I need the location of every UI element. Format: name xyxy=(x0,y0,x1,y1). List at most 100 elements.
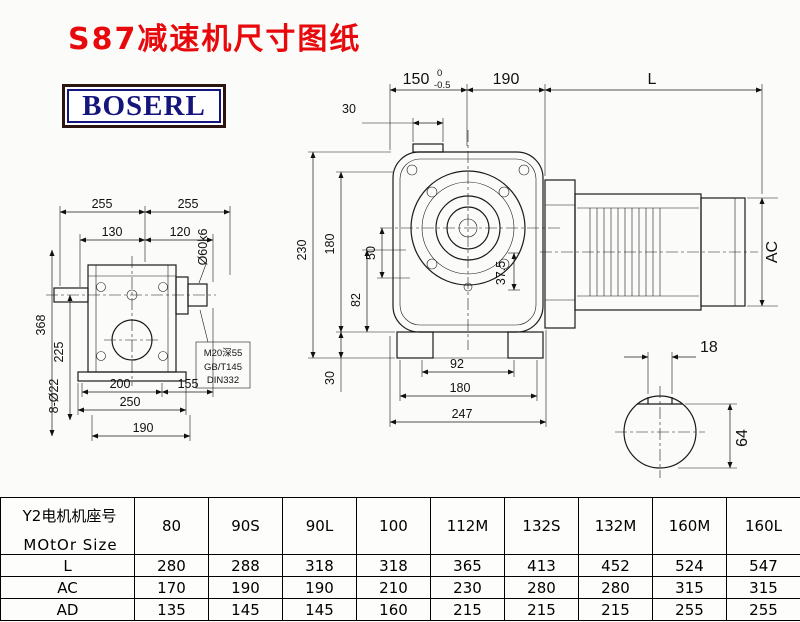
dim-255-right: 255 xyxy=(178,197,199,211)
thread-note-line3: DIN332 xyxy=(207,375,239,386)
fan-cowl xyxy=(700,197,746,307)
dim-50: 50 xyxy=(364,246,378,260)
table-cell: 255 xyxy=(726,598,800,621)
table-cell: 145 xyxy=(208,598,283,621)
table-cell: 230 xyxy=(430,576,505,599)
output-bore xyxy=(446,206,490,250)
front-view: 150 0 -0.5 190 L 30 230 180 82 xyxy=(295,68,781,427)
size-column-header: 132S xyxy=(504,497,579,555)
dim-190: 190 xyxy=(133,421,154,435)
size-column-header: 90L xyxy=(282,497,357,555)
header-motor-size-en: MOtOr Size xyxy=(23,535,118,554)
header-motor-size-cell: Y2电机机座号 MOtOr Size xyxy=(0,497,135,555)
inspection-hole xyxy=(111,319,153,361)
dim-200: 200 xyxy=(110,377,131,391)
dim-18: 18 xyxy=(700,339,718,356)
table-cell: 365 xyxy=(430,554,505,577)
bolt-hole xyxy=(158,282,168,292)
dim-AC: AC xyxy=(764,241,781,263)
dim-150-tol-upper: 0 xyxy=(437,68,442,79)
shaft-section-circle xyxy=(623,395,697,469)
table-cell: 210 xyxy=(356,576,431,599)
side-view: 255 255 130 120 368 225 8-Ø22 200 155 xyxy=(34,197,251,441)
size-column-header: 100 xyxy=(356,497,431,555)
size-column-header: 80 xyxy=(134,497,209,555)
dim-64: 64 xyxy=(734,429,751,447)
housing-bolt xyxy=(518,164,530,176)
base-plate xyxy=(77,371,187,382)
row-label: L xyxy=(0,554,135,577)
table-header-row: Y2电机机座号 MOtOr Size 80 90S 90L 100 112M 1… xyxy=(0,497,800,555)
dim-230: 230 xyxy=(295,240,309,261)
dim-92: 92 xyxy=(450,357,464,371)
table-cell: 547 xyxy=(726,554,800,577)
table-cell: 280 xyxy=(578,576,653,599)
table-cell: 215 xyxy=(504,598,579,621)
dim-250: 250 xyxy=(120,395,141,409)
brand-logo: BOSERL xyxy=(62,84,226,128)
output-flange xyxy=(175,276,189,315)
table-cell: 452 xyxy=(578,554,653,577)
thread-note-line2: GB/T145 xyxy=(204,362,242,373)
table-cell: 413 xyxy=(504,554,579,577)
table-cell: 318 xyxy=(282,554,357,577)
flange-bolt xyxy=(426,258,438,270)
note-8-holes: 8-Ø22 xyxy=(47,379,61,414)
bolt-hole xyxy=(96,282,106,292)
logo-text: BOSERL xyxy=(82,89,206,122)
flange-bolt xyxy=(498,258,510,270)
dim-150: 150 xyxy=(403,71,430,88)
table-cell: 280 xyxy=(504,576,579,599)
header-motor-size-cn: Y2电机机座号 xyxy=(22,506,117,525)
dim-225: 225 xyxy=(52,342,66,363)
bolt-hole xyxy=(158,351,168,361)
table-cell: 215 xyxy=(578,598,653,621)
size-column-header: 160L xyxy=(726,497,800,555)
row-label: AC xyxy=(0,576,135,599)
table-cell: 255 xyxy=(652,598,727,621)
dim-180-left: 180 xyxy=(323,234,337,255)
table-row-L: L 280 288 318 318 365 413 452 524 547 xyxy=(0,554,800,577)
thread-note-box xyxy=(195,341,251,389)
size-column-header: 132M xyxy=(578,497,653,555)
technical-drawing: 255 255 130 120 368 225 8-Ø22 200 155 xyxy=(34,68,781,478)
dim-247: 247 xyxy=(452,407,473,421)
logo-inner-border: BOSERL xyxy=(67,89,221,123)
dim-130: 130 xyxy=(102,225,123,239)
size-column-header: 112M xyxy=(430,497,505,555)
dim-37-5: 37.5 xyxy=(494,261,508,285)
dim-255-left: 255 xyxy=(92,197,113,211)
output-shaft xyxy=(187,283,208,307)
table-row-AC: AC 170 190 190 210 230 280 280 315 315 xyxy=(0,576,800,599)
flange-bolt xyxy=(498,186,510,198)
dim-368: 368 xyxy=(34,315,48,336)
table-cell: 280 xyxy=(134,554,209,577)
thread-note-line1: M20深55 xyxy=(204,348,243,359)
table-cell: 215 xyxy=(430,598,505,621)
table-cell: 145 xyxy=(282,598,357,621)
dim-L: L xyxy=(648,71,657,88)
shaft-diameter-label: Ø60k6 xyxy=(196,229,210,266)
housing-bolt xyxy=(406,164,418,176)
motor-size-table: Y2电机机座号 MOtOr Size 80 90S 90L 100 112M 1… xyxy=(0,497,800,621)
table-cell: 315 xyxy=(652,576,727,599)
flange-bolt xyxy=(426,186,438,198)
dim-30-bottom: 30 xyxy=(323,371,337,385)
table-cell: 315 xyxy=(726,576,800,599)
dim-120: 120 xyxy=(170,225,191,239)
page-title: S87减速机尺寸图纸 xyxy=(68,22,362,57)
bolt-hole xyxy=(96,351,106,361)
foot-right xyxy=(507,331,544,359)
top-boss xyxy=(412,143,444,153)
output-flange-circle xyxy=(410,170,526,286)
dim-150-tol-lower: -0.5 xyxy=(434,80,450,91)
table-cell: 170 xyxy=(134,576,209,599)
table-row-AD: AD 135 145 145 160 215 215 215 255 255 xyxy=(0,598,800,621)
dim-180-bottom: 180 xyxy=(450,381,471,395)
size-column-header: 90S xyxy=(208,497,283,555)
dim-30-top: 30 xyxy=(342,102,356,116)
dim-155: 155 xyxy=(178,377,199,391)
row-label: AD xyxy=(0,598,135,621)
gearbox-housing-front xyxy=(392,151,544,333)
